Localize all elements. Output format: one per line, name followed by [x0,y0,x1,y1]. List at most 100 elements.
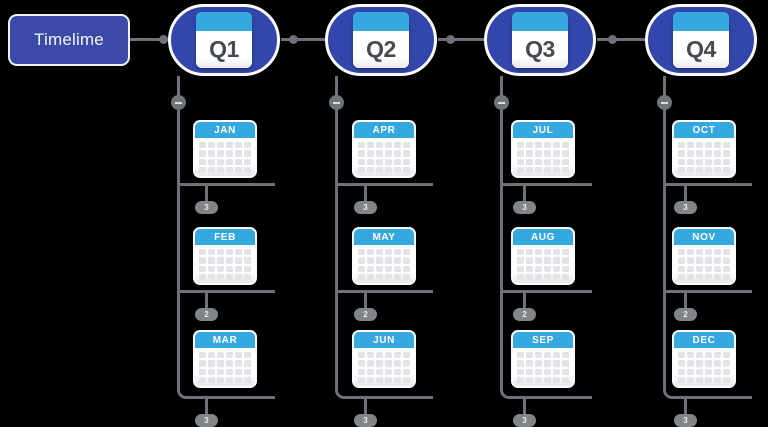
calendar-day-cell [403,273,410,280]
calendar-day-cell [403,166,410,173]
count-badge-aug[interactable]: 2 [513,308,536,321]
calendar-day-cell [226,158,233,165]
month-card-feb[interactable]: FEB [193,227,257,285]
calendar-day-cell [385,257,392,264]
count-badge-feb[interactable]: 2 [195,308,218,321]
badge-stem [684,290,687,308]
connector-dot-0 [159,35,168,44]
calendar-day-cell [244,273,251,280]
calendar-day-cell [199,166,206,173]
calendar-day-cell [562,257,569,264]
calendar-day-cell [562,249,569,256]
calendar-day-cell [705,352,712,359]
calendar-day-cell [226,249,233,256]
count-badge-jan[interactable]: 3 [195,201,218,214]
calendar-day-cell [562,150,569,157]
calendar-day-cell [678,273,685,280]
calendar-day-cell [385,158,392,165]
month-card-jan[interactable]: JAN [193,120,257,178]
calendar-day-cell [235,166,242,173]
calendar-day-cell [208,249,215,256]
quarter-calendar-icon: Q2 [353,12,409,68]
badge-stem [684,183,687,201]
calendar-day-cell [235,352,242,359]
calendar-day-cell [544,376,551,383]
badge-stem [205,290,208,308]
quarter-node-q4[interactable]: Q4 [645,4,757,76]
calendar-day-cell [199,376,206,383]
calendar-day-cell [376,265,383,272]
month-card-oct[interactable]: OCT [672,120,736,178]
calendar-day-cell [687,273,694,280]
calendar-day-cell [376,376,383,383]
collapse-button-q3[interactable] [494,95,509,110]
calendar-day-cell [394,142,401,149]
spine-elbow-q1 [177,380,196,399]
calendar-day-cell [678,150,685,157]
calendar-day-cell [553,376,560,383]
calendar-day-cell [687,376,694,383]
calendar-day-cell [376,166,383,173]
count-badge-mar[interactable]: 3 [195,414,218,427]
month-card-may[interactable]: MAY [352,227,416,285]
calendar-day-cell [526,150,533,157]
badge-stem [364,290,367,308]
calendar-day-cell [367,166,374,173]
calendar-day-cell [199,368,206,375]
collapse-button-q1[interactable] [171,95,186,110]
month-card-apr[interactable]: APR [352,120,416,178]
month-card-dec[interactable]: DEC [672,330,736,388]
calendar-day-cell [226,360,233,367]
month-card-aug[interactable]: AUG [511,227,575,285]
calendar-day-cell [235,273,242,280]
calendar-day-cell [544,368,551,375]
calendar-body: Q2 [353,31,409,68]
quarter-node-q1[interactable]: Q1 [168,4,280,76]
month-card-mar[interactable]: MAR [193,330,257,388]
minus-circle-icon [498,101,505,104]
root-node-timeline[interactable]: Timelime [8,14,130,66]
root-node-label: Timelime [34,30,104,49]
collapse-button-q4[interactable] [657,95,672,110]
calendar-day-cell [394,150,401,157]
calendar-day-cell [385,360,392,367]
calendar-day-cell [517,249,524,256]
count-badge-sep[interactable]: 3 [513,414,536,427]
count-badge-apr[interactable]: 3 [354,201,377,214]
collapse-button-q2[interactable] [329,95,344,110]
count-badge-jul[interactable]: 3 [513,201,536,214]
calendar-day-cell [723,360,730,367]
count-badge-dec[interactable]: 3 [674,414,697,427]
calendar-day-cell [367,142,374,149]
month-card-nov[interactable]: NOV [672,227,736,285]
calendar-day-cell [244,150,251,157]
quarter-label: Q2 [366,36,396,62]
calendar-day-cell [678,142,685,149]
month-card-jul[interactable]: JUL [511,120,575,178]
calendar-day-cell [517,158,524,165]
month-card-sep[interactable]: SEP [511,330,575,388]
count-badge-may[interactable]: 2 [354,308,377,321]
calendar-day-cell [535,352,542,359]
calendar-day-cell [208,150,215,157]
calendar-day-cell [208,360,215,367]
calendar-day-cell [403,158,410,165]
quarter-label: Q1 [209,36,239,62]
month-card-jun[interactable]: JUN [352,330,416,388]
quarter-calendar-icon: Q4 [673,12,729,68]
count-badge-oct[interactable]: 3 [674,201,697,214]
calendar-day-cell [244,158,251,165]
month-label: FEB [214,231,236,243]
calendar-day-cell [714,265,721,272]
quarter-node-q3[interactable]: Q3 [484,4,596,76]
quarter-node-q2[interactable]: Q2 [325,4,437,76]
calendar-day-cell [553,166,560,173]
calendar-day-cell [678,368,685,375]
calendar-day-cell [696,150,703,157]
count-badge-nov[interactable]: 2 [674,308,697,321]
badge-stem [523,396,526,414]
calendar-day-cell [358,257,365,264]
count-badge-jun[interactable]: 3 [354,414,377,427]
calendar-day-cell [562,360,569,367]
calendar-day-cell [376,158,383,165]
